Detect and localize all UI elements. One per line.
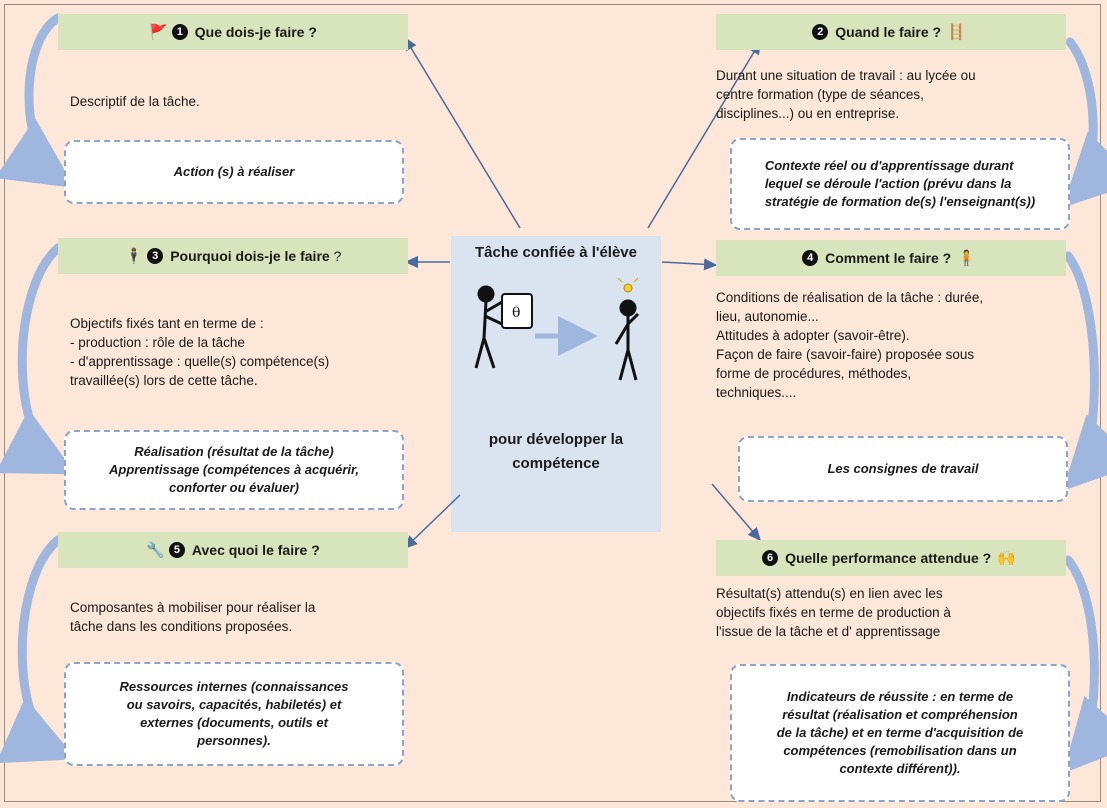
left-curve-1: [0, 13, 75, 189]
arrow-to-s1: [404, 36, 521, 229]
central-title: Tâche confiée à l'élève: [475, 244, 637, 261]
arrow-to-s5: [403, 494, 461, 550]
person-idea-icon: [614, 299, 640, 381]
section-4-header: 4 Comment le faire ? 🧍: [716, 240, 1066, 276]
section-1-number: 1: [171, 24, 188, 40]
person-flag-icon: 🚩: [149, 24, 168, 41]
section-3-title: Pourquoi dois-je le faire: [170, 248, 330, 264]
section-5-text: Composantes à mobiliser pour réaliser la…: [70, 600, 316, 634]
section-2-header: 2 Quand le faire ? 🪜: [716, 14, 1066, 50]
section-4-text: Conditions de réalisation de la tâche : …: [716, 290, 984, 400]
section-3-text: Objectifs fixés tant en terme de : - pro…: [70, 316, 330, 388]
section-1-header: 🚩 1 Que dois-je faire ?: [58, 14, 408, 50]
section-6-title: Quelle performance attendue ?: [785, 550, 992, 566]
section-1-text: Descriptif de la tâche.: [70, 94, 200, 109]
section-5-box: Ressources internes (connaissances ou sa…: [64, 662, 404, 766]
people-celebrating-icon: 🙌: [997, 550, 1016, 567]
section-3-header: 🕴 3 Pourquoi dois-je le faire ?: [58, 238, 408, 274]
section-6-text: Résultat(s) attendu(s) en lien avec les …: [716, 586, 951, 639]
diagram-frame: [4, 4, 1101, 802]
person-tool-icon: 🔧: [146, 542, 165, 559]
left-curve-3: [0, 243, 76, 475]
left-curve-5: [0, 535, 77, 764]
right-curve-6: [1062, 555, 1107, 774]
person-thinking-icon: 🧍: [957, 250, 976, 267]
section-1-box: Action (s) à réaliser: [64, 140, 404, 204]
right-curve-2: [1062, 37, 1107, 208]
section-6-number: 6: [762, 550, 779, 566]
person-ladder-icon: 🪜: [947, 24, 966, 41]
central-subtitle: pour développer la compétence: [488, 431, 624, 472]
arrow-to-s2: [647, 40, 761, 229]
section-6-box: Indicateurs de réussite : en terme de ré…: [730, 664, 1070, 802]
section-2-text: Durant une situation de travail : au lyc…: [716, 68, 976, 121]
section-5-header: 🔧 5 Avec quoi le faire ?: [58, 532, 408, 568]
section-5-number: 5: [168, 542, 185, 558]
right-curve-4: [1062, 251, 1107, 491]
section-1-title: Que dois-je faire ?: [194, 24, 317, 40]
section-3-number: 3: [147, 248, 164, 264]
section-2-title: Quand le faire ?: [835, 24, 942, 40]
person-thinking-icon: θ: [474, 285, 533, 369]
section-6-header: 6 Quelle performance attendue ? 🙌: [716, 540, 1066, 576]
person-pointing-icon: 🕴: [124, 248, 144, 265]
lightbulb-icon: [617, 277, 639, 293]
arrow-to-s4: [661, 258, 718, 271]
section-5-title: Avec quoi le faire ?: [191, 542, 320, 558]
section-2-box: Contexte réel ou d'apprentissage durant …: [730, 138, 1070, 230]
svg-text:θ: θ: [512, 305, 520, 321]
section-4-box: Les consignes de travail: [738, 436, 1068, 502]
section-4-title: Comment le faire ?: [825, 250, 952, 266]
section-3-box: Réalisation (résultat de la tâche) Appre…: [64, 430, 404, 510]
section-4-number: 4: [802, 250, 819, 266]
arrow-to-s6: [711, 483, 761, 542]
section-2-number: 2: [812, 24, 829, 40]
